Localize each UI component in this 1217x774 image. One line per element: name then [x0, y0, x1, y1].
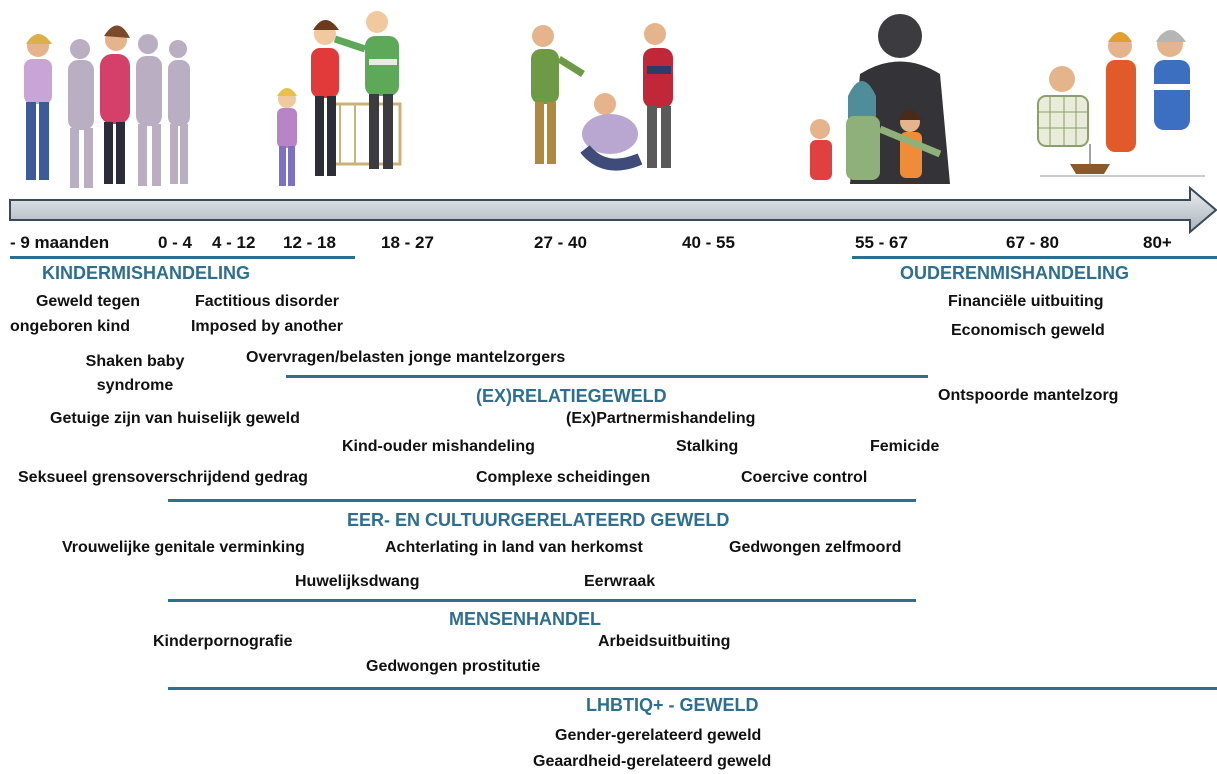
illustration-family-shadow — [810, 14, 950, 184]
item-huwelijksdwang: Huwelijksdwang — [295, 573, 420, 590]
item-geaardheid-gerelateerd: Geaardheid-gerelateerd geweld — [533, 753, 772, 770]
age-label-4-12: 4 - 12 — [212, 233, 256, 252]
age-label-18-27: 18 - 27 — [381, 233, 434, 252]
item-achterlating: Achterlating in land van herkomst — [385, 539, 643, 556]
age-label-55-67: 55 - 67 — [855, 233, 908, 252]
age-label-27-40: 27 - 40 — [534, 233, 587, 252]
item-gedwongen-zelfmoord: Gedwongen zelfmoord — [729, 539, 902, 556]
item-economisch-geweld: Economisch geweld — [951, 322, 1105, 339]
item-gender-gerelateerd: Gender-gerelateerd geweld — [555, 727, 762, 744]
age-label-0-4: 0 - 4 — [158, 233, 193, 252]
age-label-12-18: 12 - 18 — [283, 233, 336, 252]
age-label-prenatal: - 9 maanden — [10, 233, 110, 252]
age-label-80-plus: 80+ — [1143, 233, 1172, 252]
heading-lhbtiq: LHBTIQ+ - GEWELD — [586, 695, 759, 715]
item-getuige: Getuige zijn van huiselijk geweld — [50, 410, 300, 427]
heading-kindermishandeling: KINDERMISHANDELING — [42, 263, 251, 283]
item-gedwongen-prostitutie: Gedwongen prostitutie — [366, 658, 541, 675]
timeline-arrow — [9, 186, 1217, 235]
item-shaken-baby-line1: Shaken baby — [85, 353, 185, 370]
rule-kindermishandeling — [10, 256, 355, 259]
rule-relatiegeweld — [286, 375, 928, 378]
age-label-67-80: 67 - 80 — [1006, 233, 1059, 252]
heading-eer: EER- EN CULTUURGERELATEERD GEWELD — [347, 510, 730, 530]
rule-lhbtiq — [168, 687, 1217, 690]
item-kinderpornografie: Kinderpornografie — [153, 633, 293, 650]
illustration-elderly — [1037, 30, 1205, 177]
illustration-family-conflict — [531, 23, 673, 171]
item-financiele-uitbuiting: Financiële uitbuiting — [948, 293, 1104, 310]
item-kind-ouder: Kind-ouder mishandeling — [342, 438, 535, 455]
rule-eer — [168, 499, 916, 502]
item-vgv: Vrouwelijke genitale verminking — [62, 539, 305, 556]
item-factitious-line2: Imposed by another — [190, 318, 344, 335]
rule-ouderenmishandeling — [852, 256, 1217, 259]
item-geweld-ongeboren-line1: Geweld tegen — [35, 293, 141, 310]
item-complexe-scheidingen: Complexe scheidingen — [476, 469, 651, 486]
item-overvragen: Overvragen/belasten jonge mantelzorgers — [246, 349, 566, 366]
heading-relatiegeweld: (EX)RELATIEGEWELD — [476, 386, 667, 406]
item-coercive-control: Coercive control — [741, 469, 868, 486]
illustration-domestic-violence — [277, 11, 402, 186]
item-eerwraak: Eerwraak — [584, 573, 656, 590]
rule-mensenhandel — [168, 599, 916, 602]
age-label-40-55: 40 - 55 — [682, 233, 735, 252]
item-femicide: Femicide — [870, 438, 940, 455]
item-factitious-line1: Factitious disorder — [194, 293, 340, 310]
item-shaken-baby-line2: syndrome — [96, 377, 174, 394]
item-geweld-ongeboren-line2: ongeboren kind — [10, 318, 130, 335]
item-arbeidsuitbuiting: Arbeidsuitbuiting — [598, 633, 731, 650]
item-seksueel: Seksueel grensoverschrijdend gedrag — [18, 469, 308, 486]
heading-mensenhandel: MENSENHANDEL — [449, 609, 602, 629]
item-stalking: Stalking — [676, 438, 739, 455]
item-ontspoorde-mantelzorg: Ontspoorde mantelzorg — [938, 387, 1119, 404]
heading-ouderenmishandeling: OUDERENMISHANDELING — [900, 263, 1130, 283]
illustration-pregnancy-group — [24, 25, 190, 188]
item-partnermishandeling: (Ex)Partnermishandeling — [566, 410, 756, 427]
